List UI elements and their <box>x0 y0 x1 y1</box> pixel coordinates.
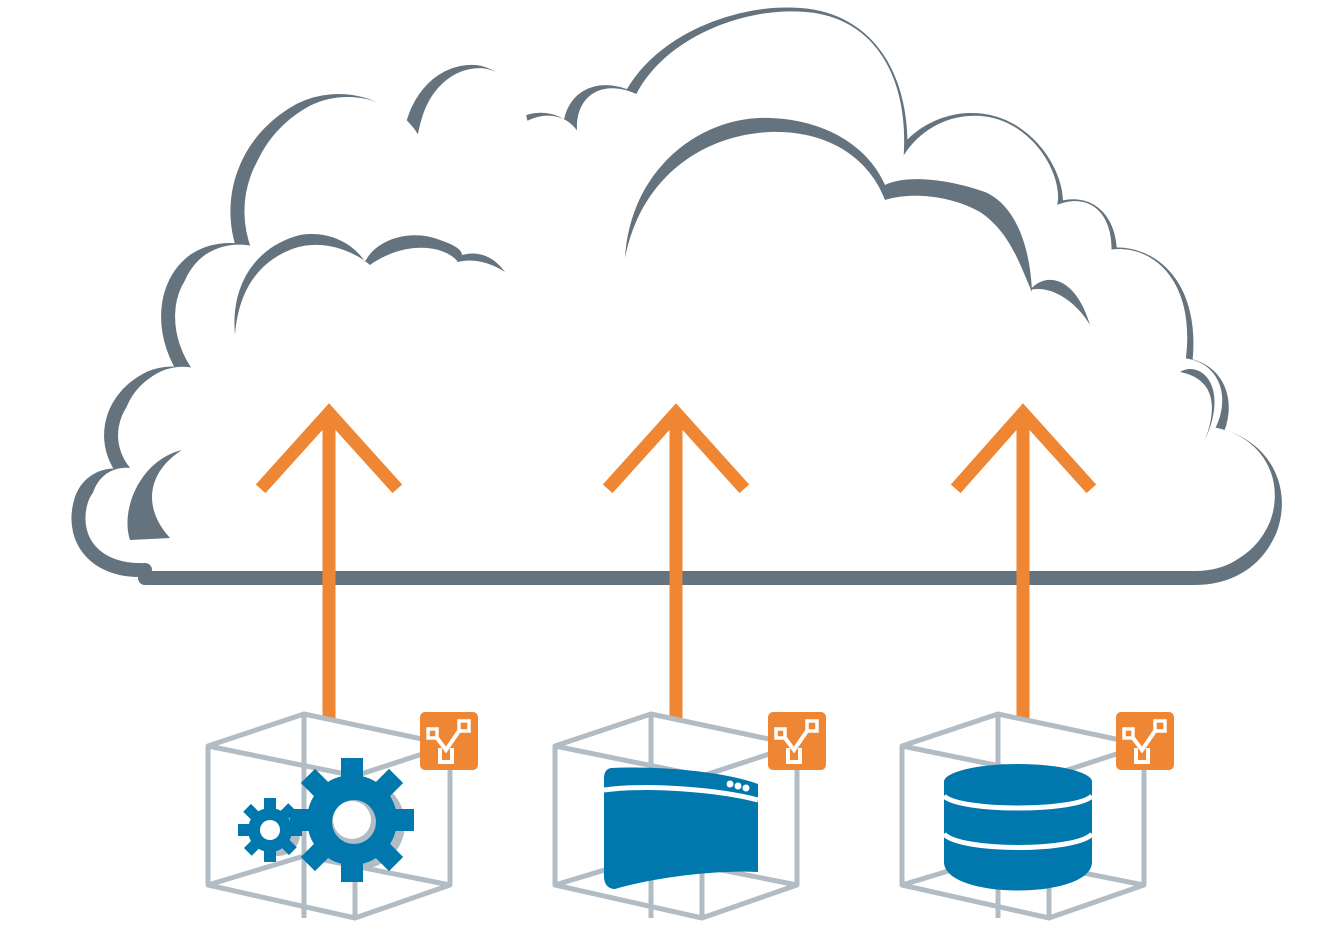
database-icon <box>942 764 1094 891</box>
up-arrow-icon <box>950 403 1097 718</box>
cloud-icon <box>71 7 1282 585</box>
container-database <box>899 710 1176 921</box>
container-web-app <box>552 710 828 921</box>
upload-arrows <box>255 403 1097 718</box>
orange-split-badge-icon <box>418 710 480 772</box>
up-arrow-icon <box>602 403 750 718</box>
gears-icon <box>238 758 414 882</box>
browser-window-icon <box>603 767 759 889</box>
orange-split-badge-icon <box>766 710 828 772</box>
orange-split-badge-icon <box>1114 710 1176 772</box>
up-arrow-icon <box>255 403 403 718</box>
container-services <box>205 710 480 921</box>
